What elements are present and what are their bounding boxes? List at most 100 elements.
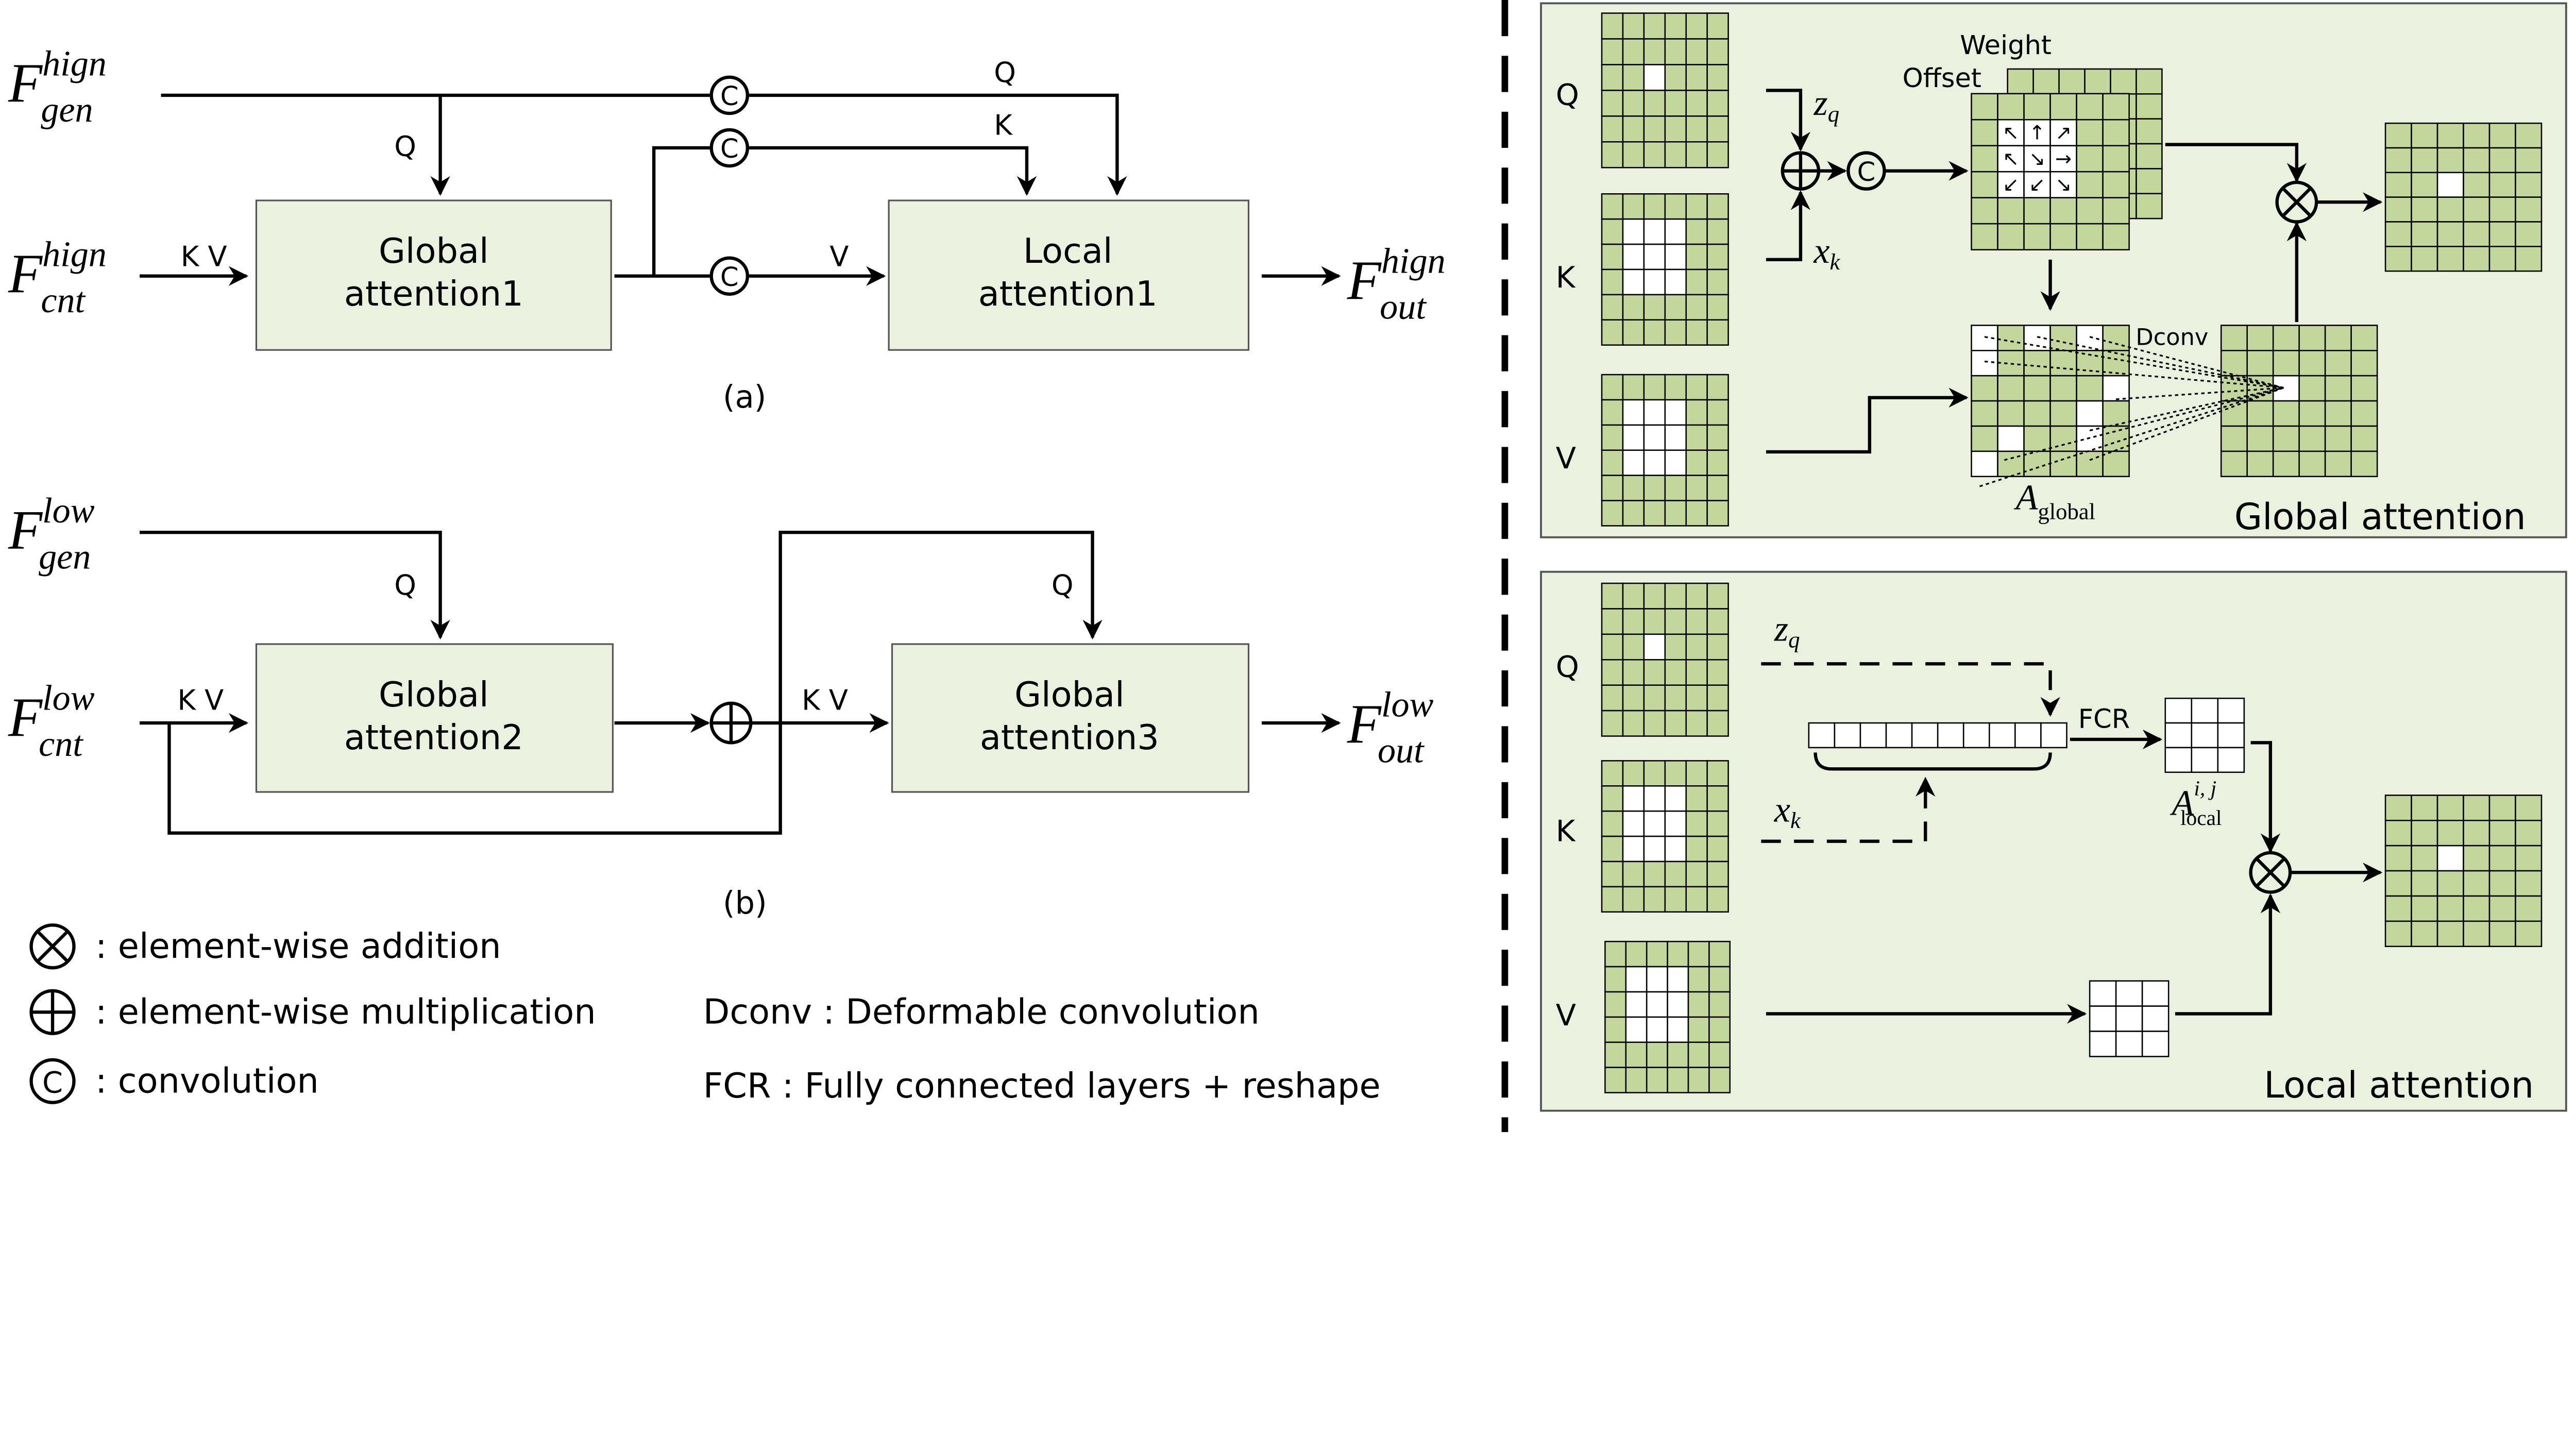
grid-cell bbox=[2488, 795, 2516, 821]
grid-cell bbox=[2436, 147, 2464, 174]
grid-cell bbox=[1685, 582, 1708, 610]
grid-cell bbox=[1664, 90, 1687, 117]
grid-cell bbox=[2436, 196, 2464, 223]
grid-cell bbox=[2350, 349, 2378, 377]
kv2-label-b: K V bbox=[802, 684, 848, 717]
grid-cell bbox=[1962, 722, 1990, 749]
grid-cell bbox=[2463, 172, 2490, 198]
grid-cell bbox=[2136, 168, 2163, 195]
grid-cell bbox=[1685, 294, 1708, 321]
grid-cell bbox=[2076, 375, 2104, 402]
grid-cell bbox=[2191, 697, 2219, 724]
grid-cell bbox=[1601, 710, 1624, 737]
offset-arrow: ↑ bbox=[2029, 121, 2045, 144]
grid-cell bbox=[1687, 1041, 1710, 1068]
grid-cell bbox=[1622, 785, 1645, 812]
grid-cell bbox=[2515, 845, 2543, 872]
grid-cell bbox=[1622, 319, 1645, 346]
grid-cell bbox=[2436, 920, 2464, 948]
grid-cell bbox=[1664, 582, 1687, 610]
grid-cell bbox=[1601, 399, 1624, 426]
grid-cell bbox=[2246, 400, 2274, 427]
grid-cell bbox=[2384, 172, 2412, 198]
grid-cell bbox=[1643, 193, 1666, 220]
grid-cell bbox=[1601, 243, 1624, 271]
grid-cell bbox=[2384, 870, 2412, 897]
sampling-line bbox=[2004, 387, 2284, 461]
grid-cell bbox=[2049, 145, 2077, 173]
grid-cell bbox=[2488, 920, 2516, 948]
grid-cell bbox=[1971, 425, 1998, 452]
grid-cell bbox=[2102, 171, 2130, 198]
grid-cell bbox=[1997, 223, 2025, 250]
sampling-line bbox=[2089, 336, 2284, 389]
grid-cell bbox=[1625, 1016, 1648, 1043]
grid-cell bbox=[1667, 1016, 1689, 1043]
grid-cell bbox=[1646, 1041, 1668, 1068]
grid-cell bbox=[2384, 795, 2412, 821]
grid-cell bbox=[1685, 64, 1708, 91]
grid-cell bbox=[1622, 193, 1645, 220]
grid-cell bbox=[1604, 966, 1627, 993]
circle-c-icon: C bbox=[29, 1058, 76, 1104]
grid-cell bbox=[1622, 268, 1645, 296]
grid-cell bbox=[2463, 122, 2490, 149]
grid-cell bbox=[2384, 147, 2412, 174]
grid-cell bbox=[2115, 1031, 2143, 1057]
grid-cell bbox=[1622, 90, 1645, 117]
grid-cell bbox=[2436, 172, 2464, 198]
grid-cell bbox=[1646, 1067, 1668, 1093]
grid-cell bbox=[1643, 38, 1666, 65]
grid-cell bbox=[1706, 319, 1729, 346]
grid-cell bbox=[1685, 810, 1708, 837]
grid-cell bbox=[1643, 90, 1666, 117]
grid-cell bbox=[2049, 349, 2077, 377]
grid-cell bbox=[1604, 940, 1627, 968]
grid-cell bbox=[1687, 991, 1710, 1018]
grid-cell bbox=[1706, 115, 1729, 143]
grid-cell bbox=[2411, 870, 2438, 897]
svg-text:C: C bbox=[720, 134, 739, 164]
grid-cell bbox=[2463, 895, 2490, 922]
q-label: Q bbox=[1556, 650, 1579, 684]
grid-cell bbox=[2076, 145, 2104, 173]
grid-cell bbox=[1667, 940, 1689, 968]
grid-cell bbox=[1706, 659, 1729, 686]
grid-cell bbox=[1622, 861, 1645, 888]
grid-cell bbox=[2272, 425, 2300, 452]
grid-cell bbox=[1643, 64, 1666, 91]
grid-cell bbox=[2436, 795, 2464, 821]
legend: : element-wise addition : element-wise m… bbox=[29, 923, 1381, 1106]
grid-cell bbox=[2272, 400, 2300, 427]
grid-cell bbox=[1685, 659, 1708, 686]
grid-cell bbox=[1601, 500, 1624, 527]
grid-cell bbox=[2384, 221, 2412, 247]
grid-cell bbox=[1685, 633, 1708, 661]
grid-cell bbox=[1706, 710, 1729, 737]
grid-cell bbox=[2023, 197, 2051, 225]
kv-label-b: K V bbox=[177, 684, 224, 717]
grid-cell bbox=[1685, 268, 1708, 296]
grid-cell bbox=[2515, 819, 2543, 847]
grid-cell bbox=[2515, 246, 2543, 272]
grid-cell bbox=[1706, 608, 1729, 635]
grid-cell bbox=[2076, 119, 2104, 147]
grid-cell bbox=[1911, 722, 1939, 749]
grid-cell bbox=[1667, 991, 1689, 1018]
circle-c-icon: C bbox=[1846, 151, 1886, 191]
grid-cell bbox=[2089, 1031, 2117, 1057]
v-feature-grid bbox=[1601, 374, 1729, 527]
grid-cell bbox=[2411, 172, 2438, 198]
k-label: K bbox=[1556, 260, 1576, 295]
grid-cell bbox=[2102, 325, 2130, 351]
grid-cell bbox=[1664, 243, 1687, 271]
grid-cell bbox=[1643, 835, 1666, 863]
grid-cell bbox=[1643, 500, 1666, 527]
grid-cell bbox=[2089, 980, 2117, 1007]
grid-cell bbox=[2076, 450, 2104, 478]
fcr-label: FCR bbox=[2078, 704, 2130, 735]
grid-cell bbox=[2463, 147, 2490, 174]
grid-cell bbox=[1706, 861, 1729, 888]
